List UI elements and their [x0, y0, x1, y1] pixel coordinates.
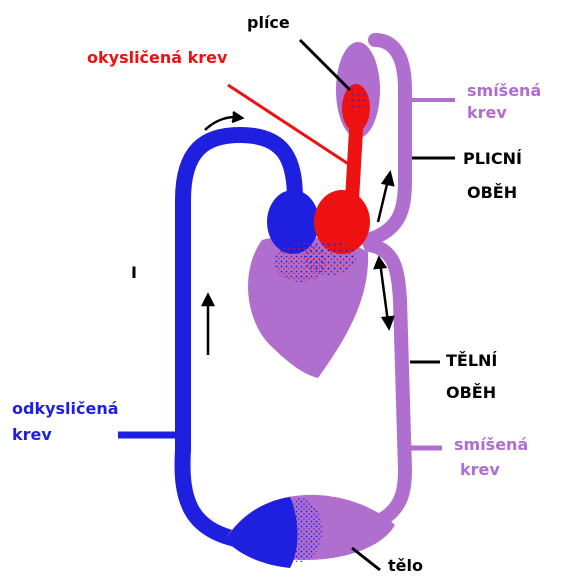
label-deoxygenated-blood-2: krev [12, 424, 52, 446]
label-oxygenated-blood: okysličená krev [87, 47, 227, 69]
pointer-body [352, 548, 380, 570]
flow-arrow-pulmonary [378, 173, 393, 222]
label-pulmonary-circuit-2: OBĚH [467, 182, 517, 204]
body-mixing-dots [278, 498, 322, 562]
label-pulmonary-circuit-1: PLICNÍ [463, 148, 522, 170]
label-systemic-circuit-1: TĚLNÍ [446, 350, 497, 372]
label-stray-mark: I [131, 262, 137, 284]
label-body: tělo [388, 555, 423, 577]
mixing-zone-red [304, 241, 356, 275]
label-mixed-blood-top-2: krev [467, 102, 507, 124]
label-deoxygenated-blood-1: odkysličená [12, 398, 119, 420]
label-mixed-blood-top-1: smíšená [467, 80, 541, 102]
label-mixed-blood-bottom-2: krev [460, 459, 500, 481]
label-systemic-circuit-2: OBĚH [446, 382, 496, 404]
oxygenated-vessel [352, 130, 356, 200]
flow-arrow-left-vessel [203, 295, 213, 355]
label-mixed-blood-bottom-1: smíšená [454, 434, 528, 456]
label-lungs: plíce [247, 12, 290, 34]
lung-mixing-dots [346, 88, 366, 112]
